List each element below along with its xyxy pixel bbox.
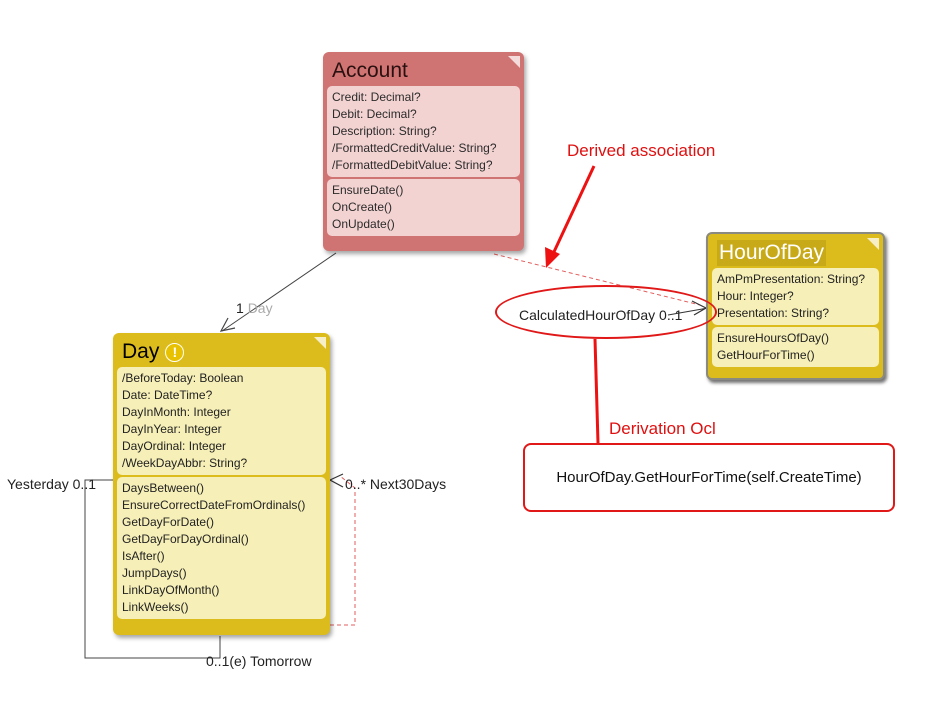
derived-association-annotation: Derived association (567, 141, 716, 160)
attribute[interactable]: /WeekDayAbbr: String? (122, 456, 248, 470)
attributes-section: AmPmPresentation: String? Hour: Integer?… (712, 268, 879, 325)
ocl-connector-line (593, 338, 600, 444)
attribute[interactable]: AmPmPresentation: String? (717, 272, 866, 286)
method[interactable]: LinkWeeks() (122, 600, 189, 614)
methods-section: DaysBetween() EnsureCorrectDateFromOrdin… (117, 477, 326, 619)
next30days-label[interactable]: 0..* Next30Days (345, 476, 447, 492)
class-corner-icon (508, 56, 520, 68)
method[interactable]: GetDayForDayOrdinal() (122, 532, 249, 546)
method[interactable]: EnsureCorrectDateFromOrdinals() (122, 498, 306, 512)
self-loop-yesterday-tomorrow (84, 479, 221, 659)
role-label: Day (247, 300, 273, 316)
tomorrow-label[interactable]: 0..1(e) Tomorrow (206, 653, 312, 669)
account-class[interactable]: Account Credit: Decimal? Debit: Decimal?… (323, 52, 524, 251)
yesterday-label[interactable]: Yesterday 0..1 (7, 476, 96, 492)
attribute[interactable]: /BeforeToday: Boolean (122, 371, 244, 385)
day-class[interactable]: Day ! /BeforeToday: Boolean Date: DateTi… (113, 333, 330, 635)
method[interactable]: OnUpdate() (332, 217, 395, 231)
method[interactable]: OnCreate() (332, 200, 393, 214)
method[interactable]: IsAfter() (122, 549, 165, 563)
derived-annotation-arrow-head (545, 247, 560, 268)
method[interactable]: EnsureDate() (332, 183, 404, 197)
attribute[interactable]: /FormattedDebitValue: String? (332, 158, 493, 172)
methods-section: EnsureHoursOfDay() GetHourForTime() (712, 327, 879, 367)
methods-section: EnsureDate() OnCreate() OnUpdate() (327, 179, 520, 236)
method[interactable]: EnsureHoursOfDay() (717, 331, 830, 345)
method[interactable]: JumpDays() (122, 566, 187, 580)
attribute[interactable]: Date: DateTime? (122, 388, 213, 402)
attribute[interactable]: DayOrdinal: Integer (122, 439, 227, 453)
next30-arrowhead (328, 473, 344, 488)
attributes-section: /BeforeToday: Boolean Date: DateTime? Da… (117, 367, 326, 475)
class-title: Account (332, 59, 408, 82)
hour-of-day-class[interactable]: HourOfDay AmPmPresentation: String? Hour… (706, 232, 885, 380)
attribute[interactable]: DayInYear: Integer (122, 422, 222, 436)
attribute[interactable]: Presentation: String? (717, 306, 830, 320)
attribute[interactable]: Credit: Decimal? (332, 90, 421, 104)
derivation-ocl-expression: HourOfDay.GetHourForTime(self.CreateTime… (556, 469, 862, 486)
class-title: Day (122, 340, 160, 363)
attribute[interactable]: Debit: Decimal? (332, 107, 417, 121)
class-corner-icon (314, 337, 326, 349)
class-title: HourOfDay (717, 240, 827, 266)
derived-label-highlight-ellipse (495, 285, 717, 339)
method[interactable]: GetHourForTime() (717, 348, 815, 362)
multiplicity-label: 1 (236, 300, 244, 316)
day-arrowhead (219, 317, 236, 332)
attribute[interactable]: Hour: Integer? (717, 289, 794, 303)
class-corner-icon (867, 238, 879, 250)
derived-annotation-arrow-shaft (551, 165, 596, 255)
self-loop-next30days (330, 475, 356, 626)
derivation-ocl-title: Derivation Ocl (609, 419, 716, 438)
method[interactable]: LinkDayOfMonth() (122, 583, 220, 597)
warning-icon[interactable]: ! (165, 342, 185, 362)
class-title-row: HourOfDay (712, 238, 879, 266)
method[interactable]: GetDayForDate() (122, 515, 215, 529)
derivation-ocl-box: HourOfDay.GetHourForTime(self.CreateTime… (523, 443, 895, 512)
attribute[interactable]: /FormattedCreditValue: String? (332, 141, 497, 155)
account-day-link (221, 252, 337, 332)
class-title-row: Day ! (117, 337, 326, 365)
account-day-multiplicity: 1 Day (236, 300, 273, 316)
attribute[interactable]: Description: String? (332, 124, 437, 138)
attributes-section: Credit: Decimal? Debit: Decimal? Descrip… (327, 86, 520, 177)
attribute[interactable]: DayInMonth: Integer (122, 405, 231, 419)
method[interactable]: DaysBetween() (122, 481, 205, 495)
